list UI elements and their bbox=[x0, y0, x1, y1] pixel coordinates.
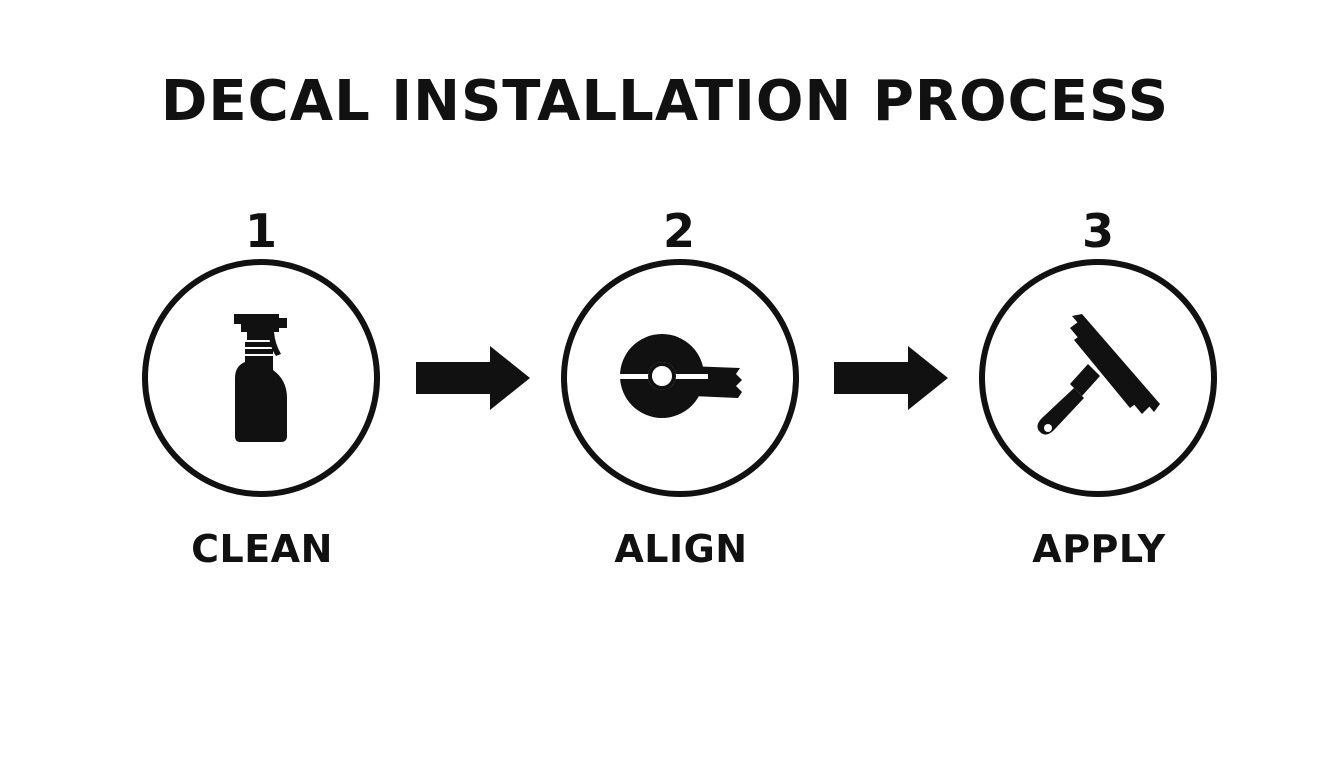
squeegee-icon bbox=[979, 259, 1217, 497]
diagram-title: DECAL INSTALLATION PROCESS bbox=[160, 69, 1170, 134]
step-3-number: 3 bbox=[1081, 204, 1114, 258]
step-1-number: 1 bbox=[244, 204, 277, 258]
tape-roll-icon bbox=[561, 259, 799, 497]
step-2-circle bbox=[560, 258, 800, 498]
arrow-right-icon bbox=[834, 346, 950, 410]
step-2-label: ALIGN bbox=[614, 527, 748, 571]
step-1-circle bbox=[141, 258, 381, 498]
step-1-label: CLEAN bbox=[191, 527, 333, 571]
step-3-circle bbox=[978, 258, 1218, 498]
arrow-right-icon bbox=[416, 346, 532, 410]
step-2-number: 2 bbox=[662, 204, 695, 258]
spray-bottle-icon bbox=[142, 259, 380, 497]
step-3-label: APPLY bbox=[1032, 527, 1166, 571]
